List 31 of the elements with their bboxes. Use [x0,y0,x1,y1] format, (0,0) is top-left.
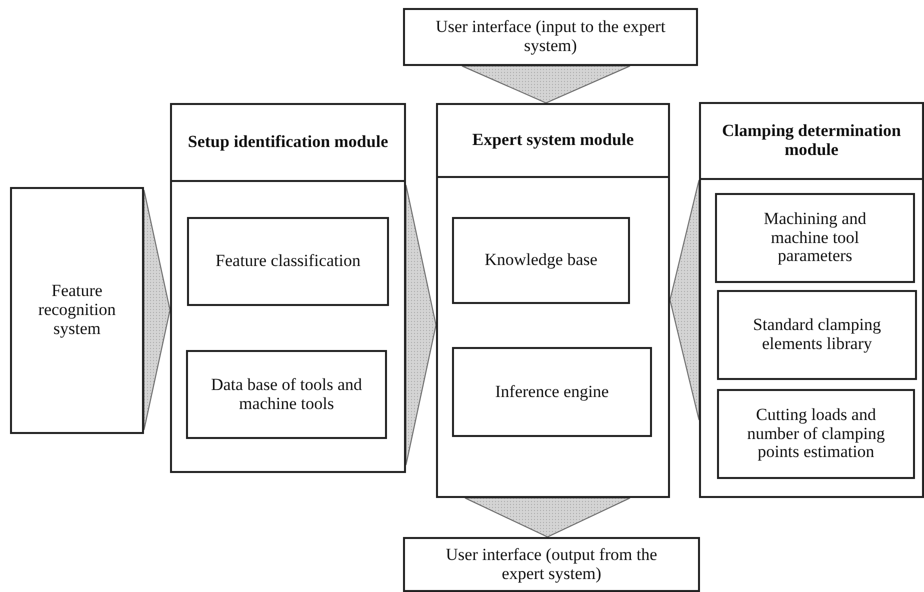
box-label: Cutting loads and number of clamping points estimation [746,406,886,462]
box-label: Machining and machine tool parameters [762,210,868,266]
box-label: Feature classification [216,252,360,271]
box-label: Data base of tools and machine tools [210,376,364,414]
wedge-arrow [669,180,700,420]
box-label: Standard clamping elements library [752,316,882,354]
process-box [717,389,915,479]
box-label: Inference engine [495,382,609,402]
box-label: User interface (input to the expert system) [434,18,666,56]
wedge-arrow [462,66,630,104]
module-heading: Setup identification module [172,105,404,182]
module-panel [436,103,670,498]
process-box [452,217,630,304]
box-label: Knowledge base [484,251,598,270]
process-box [403,537,700,592]
module-heading: Expert system module [438,105,668,178]
wedge-arrow [464,498,630,538]
module-heading: Clamping determination module [701,104,922,180]
process-box [403,8,698,66]
process-box [186,350,387,439]
process-box [187,217,389,306]
wedge-arrow [406,184,437,466]
wedge-arrow [144,190,171,430]
module-panel [699,102,924,498]
process-box [10,187,144,434]
process-box [452,347,652,437]
box-label: Feature recognition system [37,282,117,339]
box-label: User interface (output from the expert system) [444,546,658,584]
module-panel [170,103,406,473]
process-box [717,290,917,380]
process-box [715,193,915,283]
